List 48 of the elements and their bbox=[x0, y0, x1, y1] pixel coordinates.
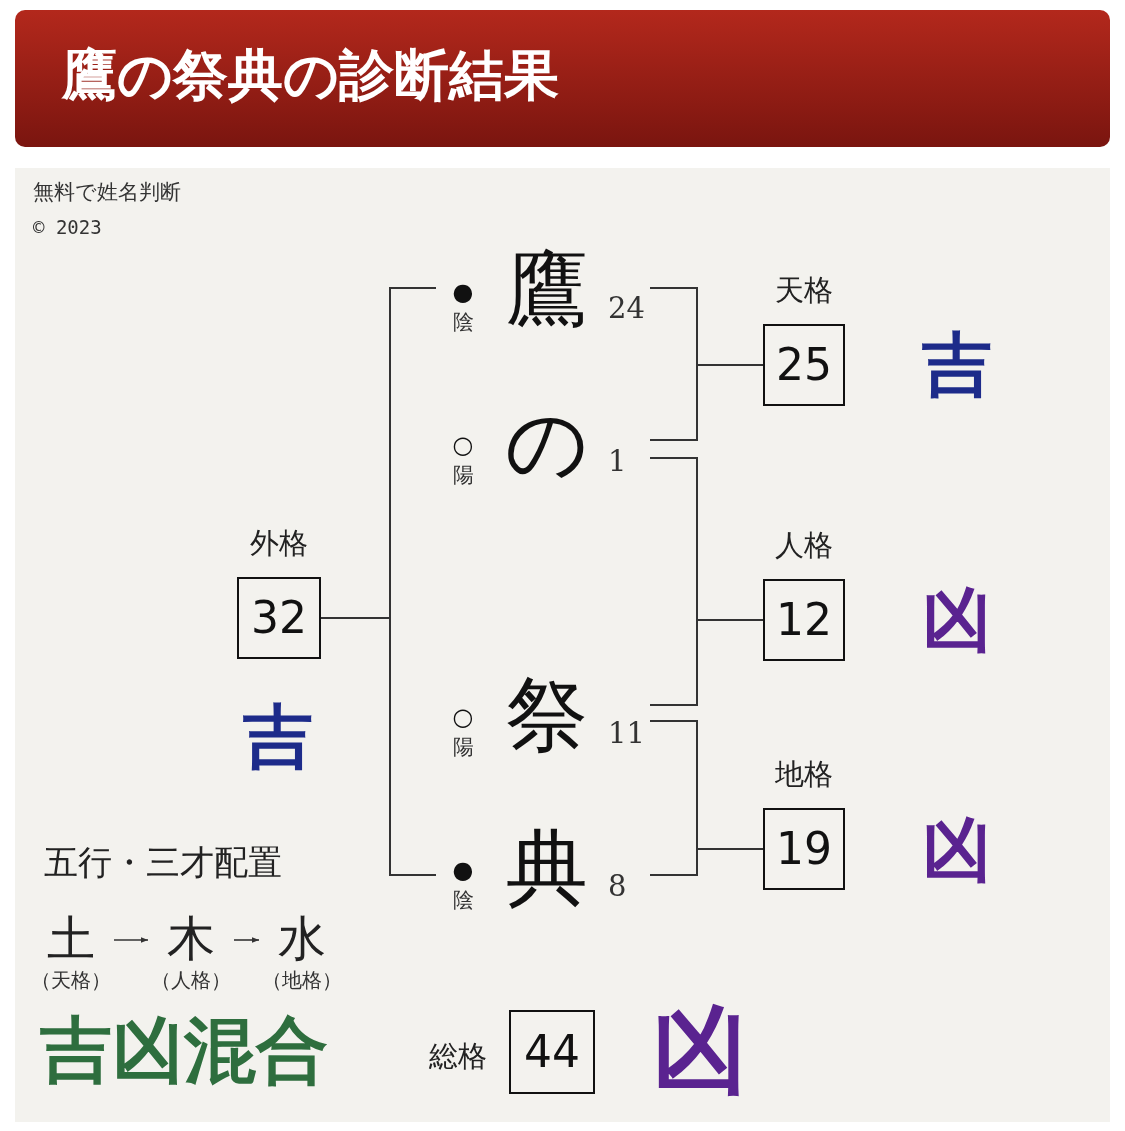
yin-yang-label: 陽 bbox=[452, 464, 474, 486]
fortune-result: 凶 bbox=[922, 585, 992, 655]
page-title: 鷹の祭典の診断結果 bbox=[62, 48, 559, 103]
fortune-result: 凶 bbox=[922, 815, 992, 885]
fortune-result: 凶 bbox=[652, 1002, 748, 1098]
name-character: 鷹 bbox=[506, 249, 588, 331]
element-source-label: （人格） bbox=[151, 970, 231, 990]
section-heading: 五行・三才配置 bbox=[44, 845, 282, 879]
yin-yang-dot: ○ bbox=[452, 705, 474, 729]
score-heading: 人格 bbox=[775, 530, 833, 560]
name-character: の bbox=[505, 402, 589, 484]
score-heading: 地格 bbox=[775, 759, 833, 789]
yin-yang-label: 陰 bbox=[452, 889, 474, 911]
overall-result: 吉凶混合 bbox=[40, 1014, 328, 1086]
fortune-result: 吉 bbox=[922, 330, 992, 400]
stroke-count: 11 bbox=[608, 719, 645, 748]
name-character: 祭 bbox=[506, 674, 588, 756]
score-box: 32 bbox=[237, 577, 321, 659]
stroke-count: 1 bbox=[608, 447, 627, 476]
stroke-count: 24 bbox=[608, 294, 645, 323]
element-character: 木 bbox=[167, 914, 215, 962]
stroke-count: 8 bbox=[608, 872, 627, 901]
copyright-notice: © 2023 bbox=[33, 218, 102, 237]
yin-yang-dot: ● bbox=[452, 858, 474, 882]
yin-yang-label: 陽 bbox=[452, 736, 474, 758]
element-character: 土 bbox=[47, 914, 95, 962]
score-heading: 天格 bbox=[775, 275, 833, 305]
bracket-connector bbox=[649, 848, 764, 876]
yin-yang-dot: ● bbox=[452, 280, 474, 304]
score-box: 25 bbox=[763, 324, 845, 406]
bracket-connector bbox=[320, 617, 437, 876]
score-box: 44 bbox=[509, 1010, 595, 1094]
element-source-label: （天格） bbox=[31, 970, 111, 990]
bracket-connector bbox=[649, 364, 764, 441]
arrow bbox=[113, 937, 149, 943]
site-tagline: 無料で姓名判断 bbox=[33, 182, 181, 203]
yin-yang-label: 陰 bbox=[452, 311, 474, 333]
element-character: 水 bbox=[278, 914, 326, 962]
fortune-result: 吉 bbox=[243, 702, 313, 772]
element-source-label: （地格） bbox=[262, 970, 342, 990]
arrow bbox=[233, 937, 260, 943]
yin-yang-dot: ○ bbox=[452, 433, 474, 457]
name-character: 典 bbox=[506, 827, 588, 909]
score-heading: 外格 bbox=[250, 528, 308, 558]
score-box: 19 bbox=[763, 808, 845, 890]
score-heading: 総格 bbox=[429, 1041, 487, 1071]
bracket-connector bbox=[649, 619, 764, 706]
score-box: 12 bbox=[763, 579, 845, 661]
